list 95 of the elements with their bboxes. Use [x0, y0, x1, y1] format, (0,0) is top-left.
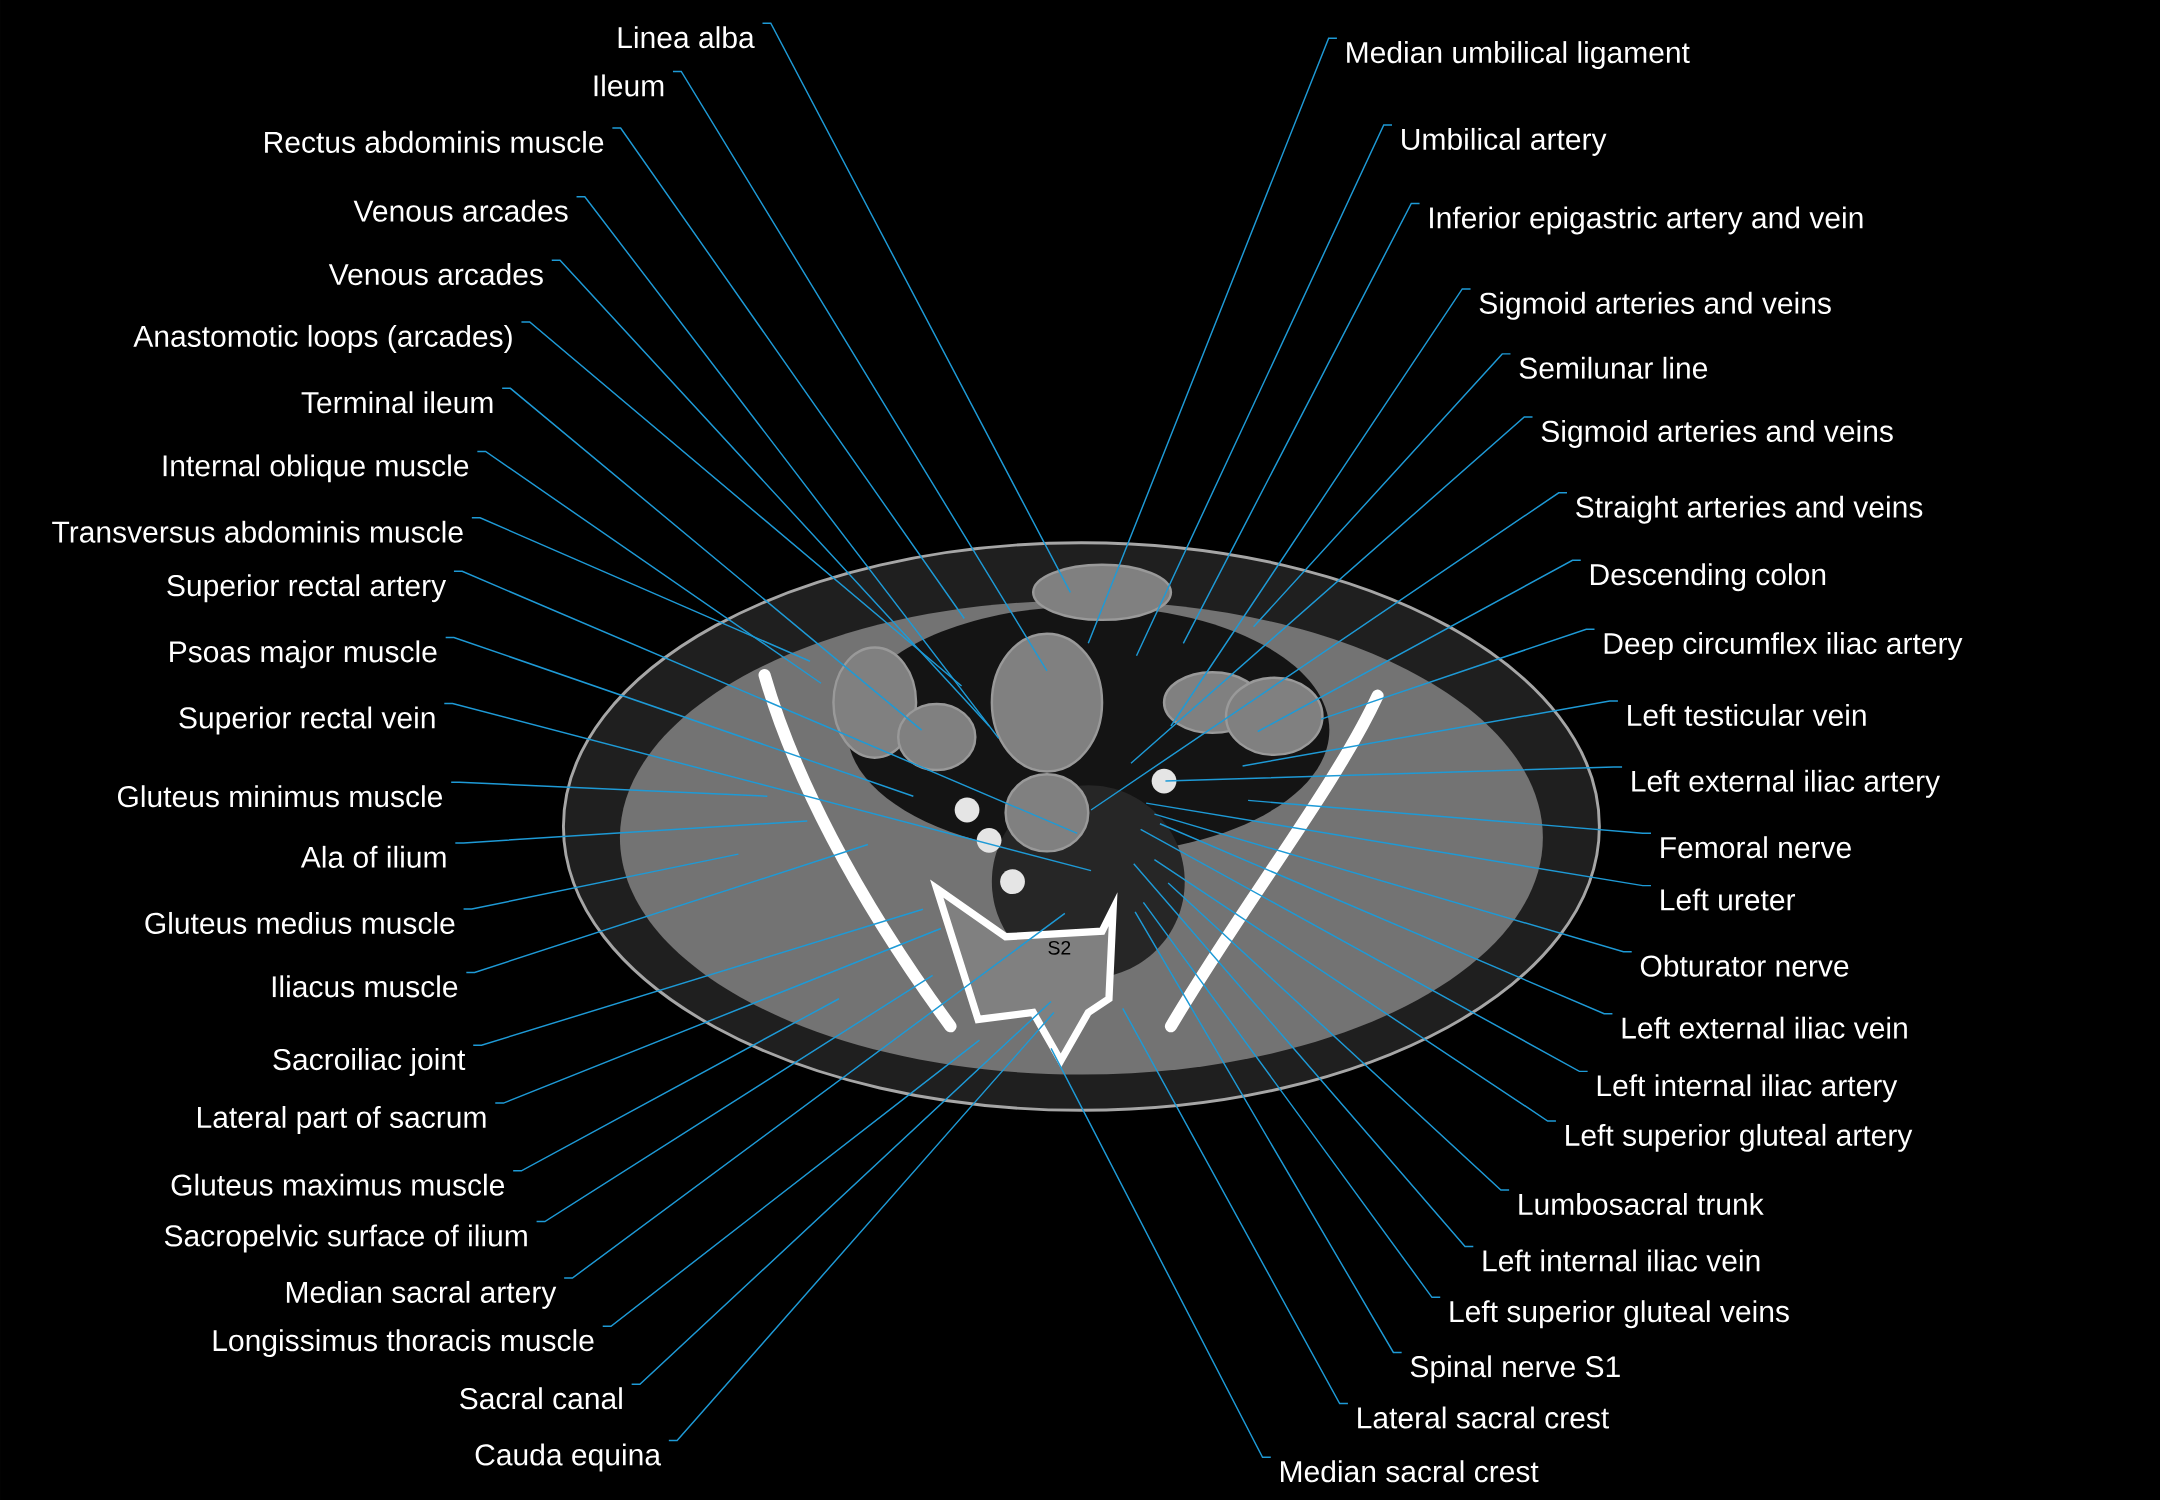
leader-line — [1139, 828, 1589, 1073]
leader-line — [1122, 1007, 1349, 1405]
label-text: Femoral nerve — [1661, 836, 1851, 859]
leader-line — [611, 127, 966, 620]
label-text: Sacral canal — [460, 1387, 622, 1410]
leader-line — [1142, 901, 1441, 1298]
label-text: Iliacus muscle — [272, 975, 458, 998]
label-text: Sigmoid arteries and veins — [1479, 291, 1831, 320]
label-text: Gluteus medius muscle — [145, 911, 455, 934]
label-text: Straight arteries and veins — [1576, 495, 1923, 524]
leader-line — [761, 22, 1072, 593]
leader-line — [1145, 802, 1652, 887]
label-text: Ileum — [594, 74, 664, 97]
leader-line — [1090, 492, 1568, 811]
label-text: Anastomotic loops (arcades) — [133, 324, 512, 353]
label-text: Terminal ileum — [301, 391, 493, 414]
label-text: Descending colon — [1590, 563, 1826, 592]
label-text: Gluteus maximus muscle — [171, 1173, 505, 1196]
label-text: Psoas major muscle — [170, 640, 437, 669]
leader-line — [535, 974, 934, 1223]
label-text: Sacropelvic surface of ilium — [164, 1224, 527, 1253]
label-text: Superior rectal artery — [167, 574, 447, 603]
leader-line — [444, 636, 915, 797]
label-text: Cauda equina — [475, 1443, 662, 1472]
leader-line — [1153, 858, 1557, 1122]
leader-line — [450, 781, 769, 797]
leader-line — [1153, 813, 1633, 953]
label-text: Median sacral crest — [1281, 1460, 1539, 1483]
leader-line — [465, 843, 869, 974]
leader-line — [1252, 353, 1512, 628]
label-text: Umbilical artery — [1402, 127, 1607, 156]
leader-line — [501, 387, 923, 731]
leader-line — [1134, 911, 1403, 1354]
label-text: Lateral sacral crest — [1358, 1406, 1609, 1429]
label-text: Left superior gluteal artery — [1566, 1123, 1913, 1152]
label-text: Venous arcades — [328, 263, 543, 286]
leader-line — [1170, 288, 1472, 727]
leader-line — [462, 853, 740, 910]
label-text: Left external iliac artery — [1632, 769, 1941, 798]
leader-line — [1133, 862, 1475, 1248]
label-text: Left internal iliac vein — [1483, 1249, 1760, 1272]
leader-line — [472, 908, 924, 1046]
label-text: Obturator nerve — [1640, 954, 1849, 977]
label-text: Sacroiliac joint — [273, 1048, 466, 1076]
leader-line — [1320, 628, 1596, 720]
label-text: Transversus abdominis muscle — [52, 520, 463, 543]
leader-line — [1050, 1047, 1272, 1458]
leader-line — [512, 997, 840, 1172]
label-text: Sigmoid arteries and veins — [1541, 419, 1893, 448]
leader-line — [1182, 202, 1421, 644]
leader-line — [443, 702, 1092, 872]
leader-line — [454, 820, 808, 844]
label-text: Internal oblique muscle — [163, 454, 469, 483]
label-text: Left ureter — [1661, 888, 1796, 911]
label-text: Gluteus minimus muscle — [118, 785, 443, 808]
leader-line — [1159, 823, 1614, 1015]
leader-line — [551, 259, 990, 727]
leader-line — [1087, 37, 1338, 644]
label-text: Semilunar line — [1519, 356, 1708, 379]
label-text: Superior rectal vein — [179, 706, 435, 735]
label-text: Left superior gluteal veins — [1450, 1300, 1789, 1329]
leader-line — [1247, 799, 1652, 834]
leader-line — [494, 927, 942, 1104]
label-text: Left testicular vein — [1628, 703, 1866, 726]
label-text: Lumbosacral trunk — [1519, 1192, 1764, 1215]
leader-line — [575, 196, 1000, 740]
leader-line — [1164, 766, 1623, 782]
label-text: Deep circumflex iliac artery — [1604, 632, 1963, 660]
leader-line — [563, 912, 1066, 1279]
leader-line — [1167, 882, 1510, 1191]
label-text: Ala of ilium — [300, 845, 446, 868]
leader-line — [668, 1011, 1055, 1442]
leader-line — [1135, 124, 1393, 657]
label-text: Left internal iliac artery — [1597, 1074, 1898, 1103]
leader-line — [1257, 559, 1582, 733]
leader-line — [453, 570, 1078, 835]
leader-line — [471, 517, 811, 662]
leader-line — [630, 1000, 1052, 1385]
label-text: Longissimus thoracis muscle — [213, 1329, 594, 1358]
leader-line — [672, 70, 1048, 672]
label-text: Left external iliac vein — [1622, 1016, 1907, 1039]
label-text: Linea alba — [618, 26, 755, 49]
label-text: Venous arcades — [353, 199, 568, 222]
label-text: Median umbilical ligament — [1347, 41, 1690, 69]
label-text: Inferior epigastric artery and vein — [1430, 206, 1863, 235]
leader-line — [476, 450, 822, 684]
vertebra-label: S2 — [1048, 940, 1071, 955]
label-text: Spinal nerve S1 — [1410, 1355, 1620, 1384]
label-text: Lateral part of sacrum — [198, 1105, 486, 1134]
label-text: Median sacral artery — [286, 1280, 557, 1309]
leader-line — [1130, 416, 1534, 764]
leader-line — [520, 321, 963, 687]
label-text: Rectus abdominis muscle — [265, 130, 604, 153]
leader-line — [602, 1039, 981, 1327]
leader-line — [1241, 700, 1619, 767]
